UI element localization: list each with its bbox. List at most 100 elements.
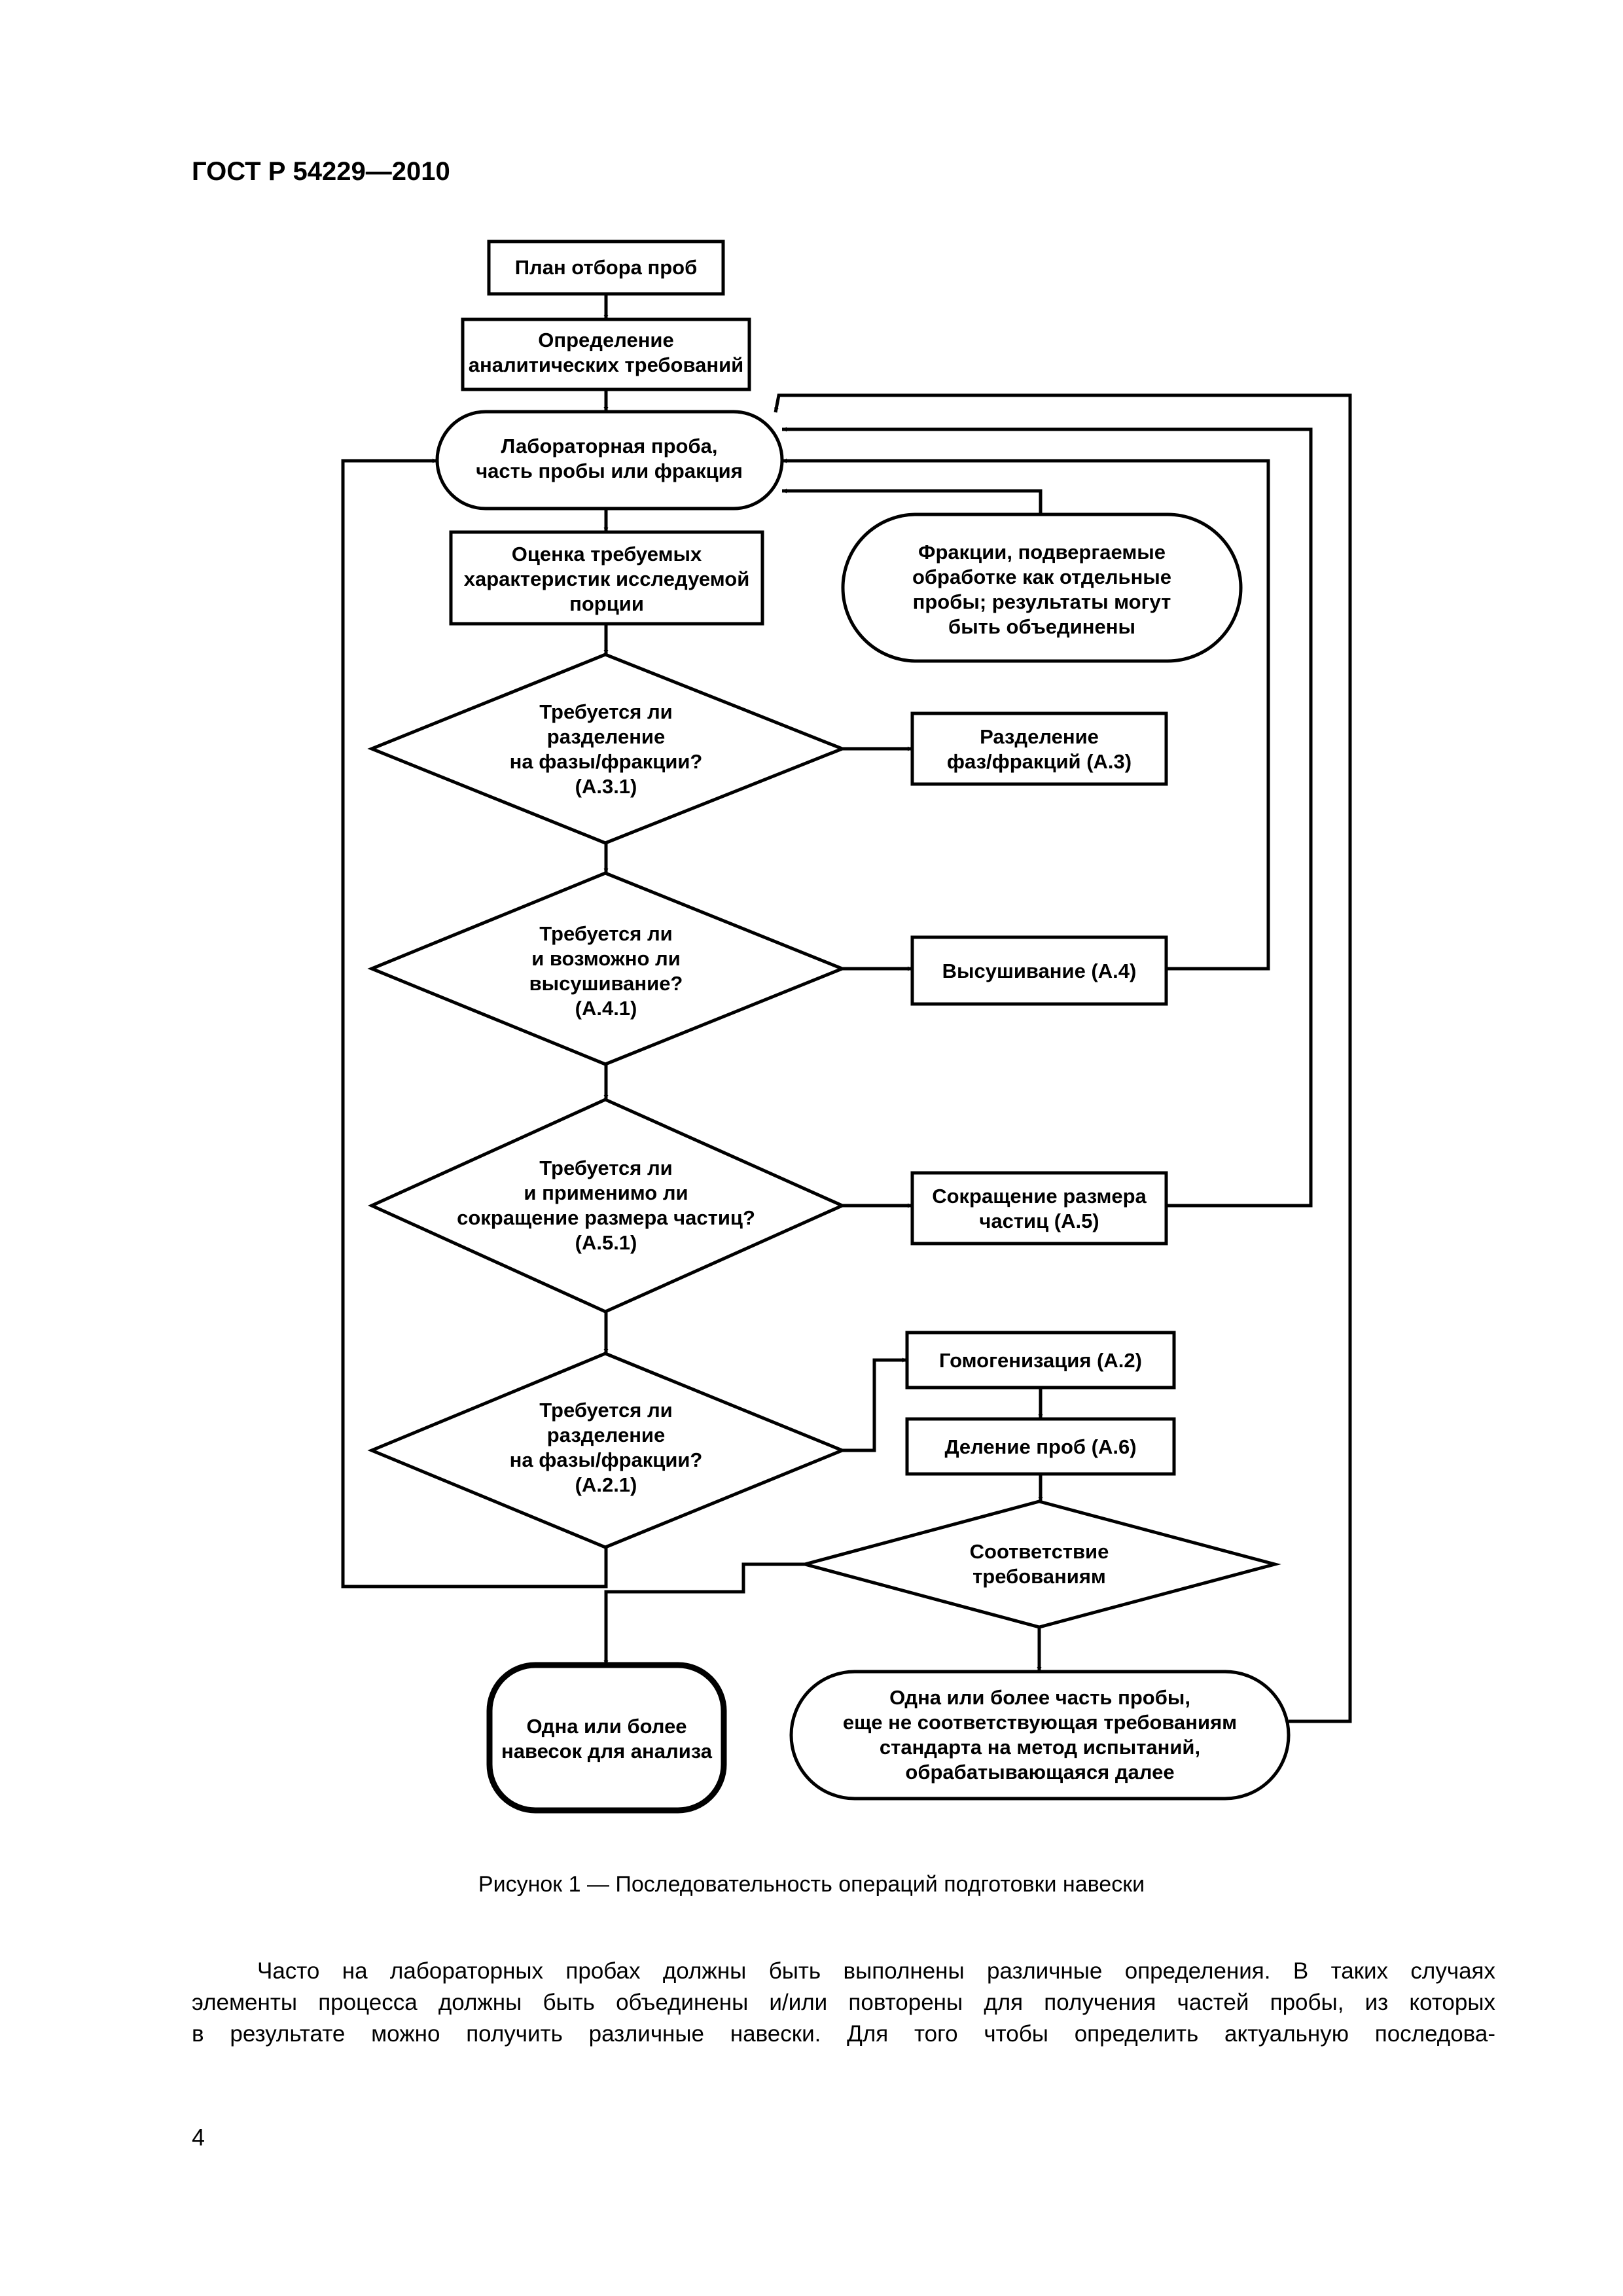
svg-text:Соответствие: Соответствие	[970, 1540, 1109, 1563]
svg-text:(А.3.1): (А.3.1)	[575, 775, 637, 798]
fractions-label-3: пробы; результаты могут	[913, 590, 1171, 613]
svg-text:разделение: разделение	[547, 725, 665, 748]
decision-size-label-1: Требуется ли	[539, 1157, 672, 1179]
separation-box	[910, 711, 1168, 786]
decision-drying-label-3: высушивание?	[529, 972, 683, 995]
decision-separation-1-label-2: разделение	[547, 725, 665, 748]
svg-text:Одна или более часть пробы,: Одна или более часть пробы,	[889, 1686, 1190, 1709]
svg-text:разделение: разделение	[547, 1424, 665, 1446]
document-header: ГОСТ Р 54229—2010	[192, 157, 450, 186]
plan-label: План отбора проб	[515, 256, 698, 279]
svg-text:(А.5.1): (А.5.1)	[575, 1231, 637, 1254]
homogenization-label: Гомогенизация (А.2)	[939, 1349, 1142, 1372]
svg-text:часть пробы или фракция: часть пробы или фракция	[476, 459, 743, 482]
svg-text:стандарта на метод испытаний,: стандарта на метод испытаний,	[880, 1736, 1200, 1759]
division-label: Деление проб (А.6)	[944, 1435, 1136, 1458]
final-portions-label-2: навесок для анализа	[501, 1740, 713, 1763]
svg-text:Лабораторная проба,: Лабораторная проба,	[501, 435, 718, 457]
svg-text:частиц (А.5): частиц (А.5)	[979, 1210, 1099, 1232]
decision-separation-2-label-1: Требуется ли	[539, 1399, 672, 1422]
decision-size-label-2: и применимо ли	[524, 1181, 688, 1204]
requirements-label-2: аналитических требований	[469, 353, 743, 376]
separation-label-2: фаз/фракций (А.3)	[947, 750, 1132, 773]
svg-text:на фазы/фракции?: на фазы/фракции?	[510, 750, 703, 773]
body-paragraph: Часто на лабораторных пробах должны быть…	[192, 1956, 1495, 2050]
decision-drying-label-2: и возможно ли	[531, 947, 681, 970]
paragraph-line: Часто на лабораторных пробах должны быть…	[257, 1958, 1495, 1984]
svg-text:Оценка требуемых: Оценка требуемых	[512, 543, 702, 565]
svg-text:обрабатывающаяся далее: обрабатывающаяся далее	[905, 1761, 1174, 1784]
flowchart: План отбора проб Определение аналитическ…	[341, 240, 1352, 1814]
decision-separation-1-label-3: на фазы/фракции?	[510, 750, 703, 773]
svg-text:порции: порции	[569, 592, 644, 615]
fractions-label-1: Фракции, подвергаемые	[918, 541, 1166, 564]
fractions-label-2: обработке как отдельные	[912, 565, 1171, 588]
svg-text:Высушивание (А.4): Высушивание (А.4)	[942, 960, 1137, 982]
svg-text:быть объединены: быть объединены	[948, 615, 1135, 638]
svg-text:и применимо ли: и применимо ли	[524, 1181, 688, 1204]
svg-text:пробы; результаты могут: пробы; результаты могут	[913, 590, 1171, 613]
drying-label: Высушивание (А.4)	[942, 960, 1137, 982]
assessment-label-3: порции	[569, 592, 644, 615]
svg-text:Требуется ли: Требуется ли	[539, 700, 672, 723]
svg-text:Разделение: Разделение	[980, 725, 1099, 748]
svg-text:сокращение размера частиц?: сокращение размера частиц?	[457, 1206, 755, 1229]
paragraph-line: элементы процесса должны быть объединены…	[192, 1990, 1495, 2015]
svg-text:характеристик исследуемой: характеристик исследуемой	[464, 567, 750, 590]
decision-separation-1-label-1: Требуется ли	[539, 700, 672, 723]
decision-size	[367, 1098, 847, 1314]
svg-text:еще не соответствующая требова: еще не соответствующая требованиям	[843, 1711, 1237, 1734]
svg-text:высушивание?: высушивание?	[529, 972, 683, 995]
assessment-label-2: характеристик исследуемой	[464, 567, 750, 590]
decision-separation-2-label-4: (А.2.1)	[575, 1473, 637, 1496]
svg-text:и возможно ли: и возможно ли	[531, 947, 681, 970]
lab-sample-label-2: часть пробы или фракция	[476, 459, 743, 482]
separation-label-1: Разделение	[980, 725, 1099, 748]
size-label-2: частиц (А.5)	[979, 1210, 1099, 1232]
decision-compliance-label-2: требованиям	[972, 1565, 1106, 1588]
svg-text:Одна или более: Одна или более	[526, 1715, 687, 1738]
decision-separation-2-label-2: разделение	[547, 1424, 665, 1446]
svg-text:Гомогенизация (А.2): Гомогенизация (А.2)	[939, 1349, 1142, 1372]
further-processing-label-2: еще не соответствующая требованиям	[843, 1711, 1237, 1734]
decision-separation-1-label-4: (А.3.1)	[575, 775, 637, 798]
decision-drying-label-4: (А.4.1)	[575, 997, 637, 1020]
decision-separation-2-label-3: на фазы/фракции?	[510, 1448, 703, 1471]
svg-text:обработке как отдельные: обработке как отдельные	[912, 565, 1171, 588]
svg-text:на фазы/фракции?: на фазы/фракции?	[510, 1448, 703, 1471]
svg-text:требованиям: требованиям	[972, 1565, 1106, 1588]
final-portions-label-1: Одна или более	[526, 1715, 687, 1738]
svg-text:Деление проб (А.6): Деление проб (А.6)	[944, 1435, 1136, 1458]
svg-text:Определение: Определение	[538, 329, 673, 351]
svg-text:фаз/фракций (А.3): фаз/фракций (А.3)	[947, 750, 1132, 773]
svg-text:аналитических требований: аналитических требований	[469, 353, 743, 376]
svg-text:(А.2.1): (А.2.1)	[575, 1473, 637, 1496]
decision-drying-label-1: Требуется ли	[539, 922, 672, 945]
fractions-label-4: быть объединены	[948, 615, 1135, 638]
final-portions-box	[486, 1662, 727, 1814]
svg-text:Требуется ли: Требуется ли	[539, 922, 672, 945]
drying-box	[910, 935, 1168, 1006]
decision-size-label-4: (А.5.1)	[575, 1231, 637, 1254]
svg-text:навесок для анализа: навесок для анализа	[501, 1740, 713, 1763]
svg-text:Требуется ли: Требуется ли	[539, 1399, 672, 1422]
svg-text:План отбора проб: План отбора проб	[515, 256, 698, 279]
decision-compliance-label-1: Соответствие	[970, 1540, 1109, 1563]
decision-separation-1	[367, 653, 847, 845]
svg-text:Фракции, подвергаемые: Фракции, подвергаемые	[918, 541, 1166, 564]
requirements-label-1: Определение	[538, 329, 673, 351]
svg-text:(А.4.1): (А.4.1)	[575, 997, 637, 1020]
svg-text:Сокращение размера: Сокращение размера	[932, 1185, 1147, 1208]
further-processing-label-3: стандарта на метод испытаний,	[880, 1736, 1200, 1759]
paragraph-line: в результате можно получить различные на…	[192, 2021, 1495, 2047]
svg-text:Требуется ли: Требуется ли	[539, 1157, 672, 1179]
figure-caption: Рисунок 1 — Последовательность операций …	[478, 1872, 1145, 1897]
further-processing-label-1: Одна или более часть пробы,	[889, 1686, 1190, 1709]
assessment-label-1: Оценка требуемых	[512, 543, 702, 565]
size-box	[910, 1171, 1168, 1246]
decision-compliance	[798, 1499, 1281, 1629]
decision-size-label-3: сокращение размера частиц?	[457, 1206, 755, 1229]
size-label-1: Сокращение размера	[932, 1185, 1147, 1208]
further-processing-label-4: обрабатывающаяся далее	[905, 1761, 1174, 1784]
lab-sample-label-1: Лабораторная проба,	[501, 435, 718, 457]
